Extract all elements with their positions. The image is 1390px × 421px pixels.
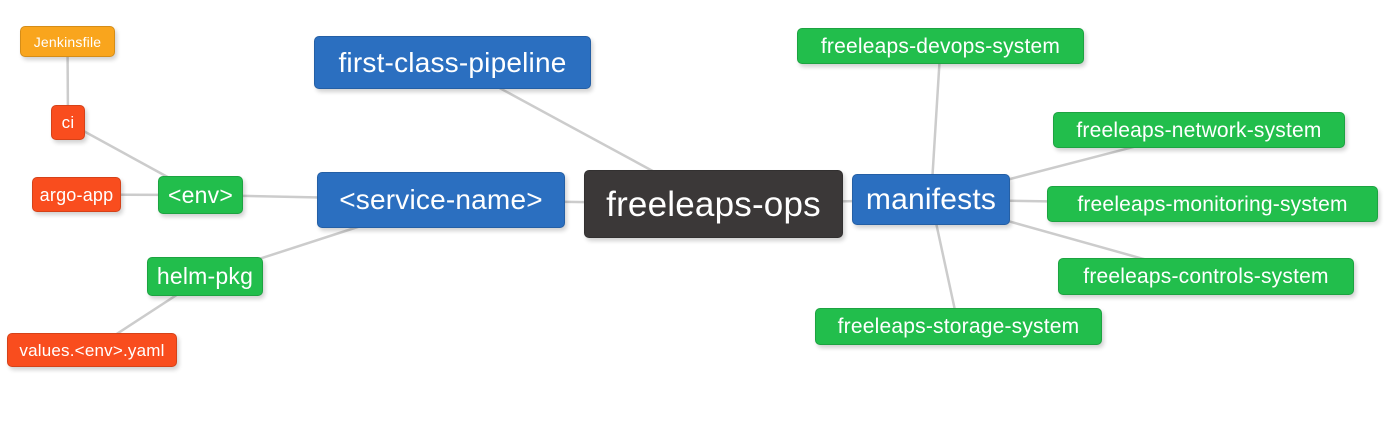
node-argo-app[interactable]: argo-app	[32, 177, 121, 212]
edge-manifests--freeleaps-devops-system	[929, 44, 942, 201]
node-env[interactable]: <env>	[158, 176, 243, 214]
node-service-name[interactable]: <service-name>	[317, 172, 565, 228]
node-helm-pkg[interactable]: helm-pkg	[147, 257, 263, 296]
node-freeleaps-network-system[interactable]: freeleaps-network-system	[1053, 112, 1345, 148]
node-freeleaps-devops-system[interactable]: freeleaps-devops-system	[797, 28, 1084, 64]
node-jenkinsfile[interactable]: Jenkinsfile	[20, 26, 115, 57]
node-freeleaps-controls-system[interactable]: freeleaps-controls-system	[1058, 258, 1354, 295]
node-freeleaps-monitoring-system[interactable]: freeleaps-monitoring-system	[1047, 186, 1378, 222]
node-first-class-pipeline[interactable]: first-class-pipeline	[314, 36, 591, 89]
node-ci[interactable]: ci	[51, 105, 85, 140]
node-manifests[interactable]: manifests	[852, 174, 1010, 225]
node-values-env-yaml[interactable]: values.<env>.yaml	[7, 333, 177, 367]
node-freeleaps-storage-system[interactable]: freeleaps-storage-system	[815, 308, 1102, 345]
node-freeleaps-ops[interactable]: freeleaps-ops	[584, 170, 843, 238]
